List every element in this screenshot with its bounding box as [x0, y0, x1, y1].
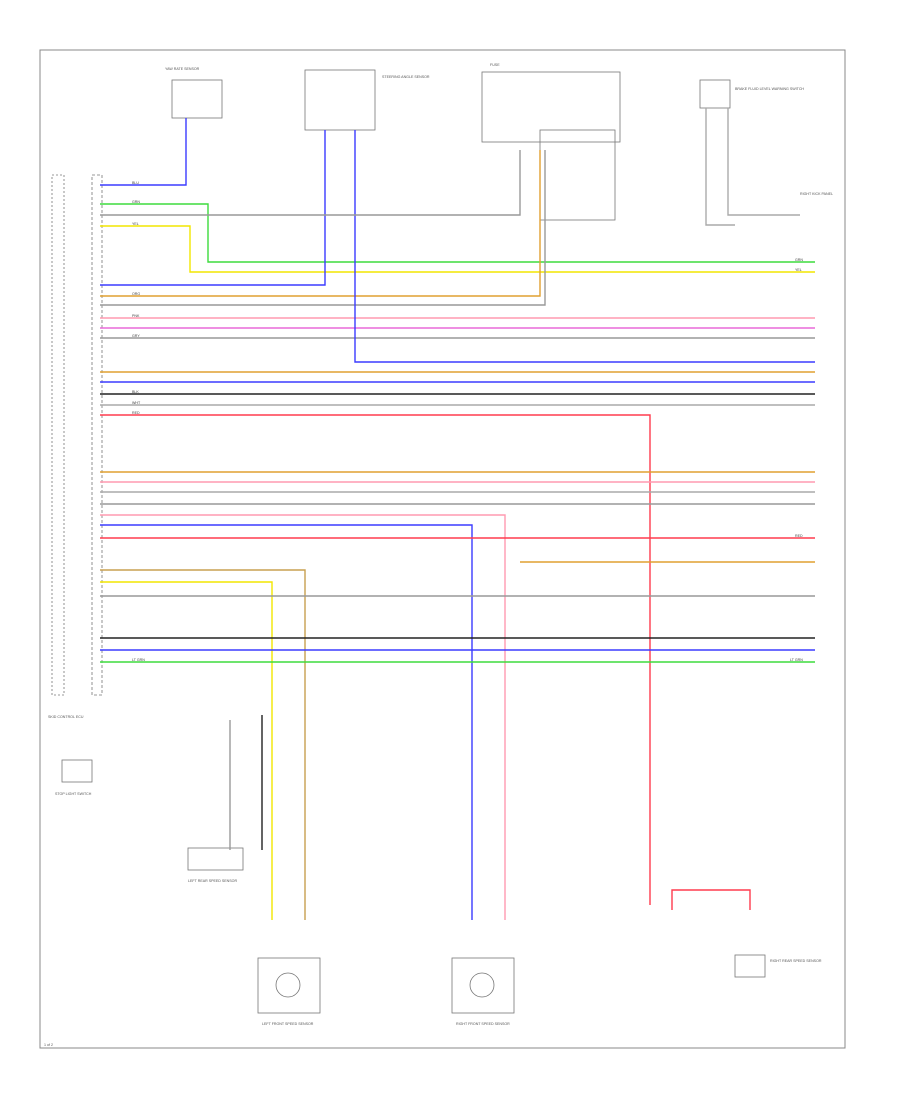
svg-text:STEERING ANGLE SENSOR: STEERING ANGLE SENSOR	[382, 75, 430, 79]
brake-fluid-level-warning-switch: BRAKE FLUID LEVEL WARNING SWITCH	[699, 79, 804, 109]
svg-text:YAW RATE SENSOR: YAW RATE SENSOR	[165, 67, 200, 71]
svg-text:GRN: GRN	[132, 200, 140, 204]
svg-text:YEL: YEL	[132, 222, 139, 226]
svg-text:LEFT FRONT SPEED SENSOR: LEFT FRONT SPEED SENSOR	[262, 1022, 314, 1026]
skid-control-ecu: SKID CONTROL ECU	[48, 174, 103, 719]
left-rear-speed-sensor: LEFT REAR SPEED SENSOR	[187, 847, 244, 883]
right-rear-speed-sensor: RIGHT REAR SPEED SENSOR	[734, 954, 822, 978]
yaw-rate-sensor: YAW RATE SENSOR	[165, 67, 223, 119]
svg-text:ORG: ORG	[132, 292, 140, 296]
svg-text:LT GRN: LT GRN	[132, 658, 145, 662]
wire-red-3	[671, 889, 751, 910]
wire-blu-2	[100, 130, 326, 286]
svg-text:LT GRN: LT GRN	[790, 658, 803, 662]
svg-text:STOP LIGHT SWITCH: STOP LIGHT SWITCH	[55, 792, 92, 796]
steering-angle-sensor: STEERING ANGLE SENSOR	[304, 69, 430, 131]
wires	[100, 108, 815, 920]
wire-gry-9	[727, 108, 800, 216]
wire-grn	[100, 203, 815, 263]
svg-text:BLU: BLU	[132, 181, 139, 185]
right-front-speed-sensor: RIGHT FRONT SPEED SENSOR	[451, 957, 515, 1026]
stop-light-switch: STOP LIGHT SWITCH	[55, 759, 93, 796]
svg-text:BLK: BLK	[132, 390, 139, 394]
svg-text:PNK: PNK	[132, 314, 140, 318]
wire-yel	[100, 225, 815, 273]
wire-labels: BLU GRN YEL ORG PNK RED GRY BLK WHT LT G…	[132, 181, 803, 662]
wire-pnk-3	[100, 514, 506, 920]
svg-text:FUSE: FUSE	[490, 63, 500, 67]
wire-yel-2	[100, 581, 273, 920]
svg-text:RIGHT FRONT SPEED SENSOR: RIGHT FRONT SPEED SENSOR	[456, 1022, 510, 1026]
svg-text:RED: RED	[132, 411, 140, 415]
diagram-frame	[39, 49, 846, 1049]
wire-gry-7	[100, 150, 521, 216]
wire-gry	[100, 150, 546, 306]
page-id: 1 of 2	[44, 1043, 53, 1047]
svg-text:GRN: GRN	[795, 258, 803, 262]
ecu-label: SKID CONTROL ECU	[48, 715, 84, 719]
svg-text:GRY: GRY	[132, 334, 140, 338]
wire-red	[100, 414, 651, 905]
wire-blu	[100, 118, 187, 186]
wire-org	[100, 150, 541, 297]
fuse-block: FUSE	[481, 63, 621, 221]
wire-blu-3	[354, 130, 815, 363]
wire-gry-8	[705, 108, 735, 226]
svg-text:BRAKE FLUID LEVEL WARNING SWIT: BRAKE FLUID LEVEL WARNING SWITCH	[735, 87, 804, 91]
svg-text:YEL: YEL	[795, 268, 802, 272]
svg-text:RIGHT KICK PANEL: RIGHT KICK PANEL	[800, 192, 833, 196]
svg-text:RIGHT REAR SPEED SENSOR: RIGHT REAR SPEED SENSOR	[770, 959, 822, 963]
left-front-speed-sensor: LEFT FRONT SPEED SENSOR	[257, 957, 321, 1026]
wire-org-5	[100, 569, 306, 920]
svg-text:LEFT REAR SPEED SENSOR: LEFT REAR SPEED SENSOR	[188, 879, 237, 883]
svg-text:RED: RED	[795, 534, 803, 538]
svg-text:WHT: WHT	[132, 401, 141, 405]
wire-blu-5	[100, 524, 473, 920]
right-kick-panel-ground: RIGHT KICK PANEL	[800, 192, 833, 196]
